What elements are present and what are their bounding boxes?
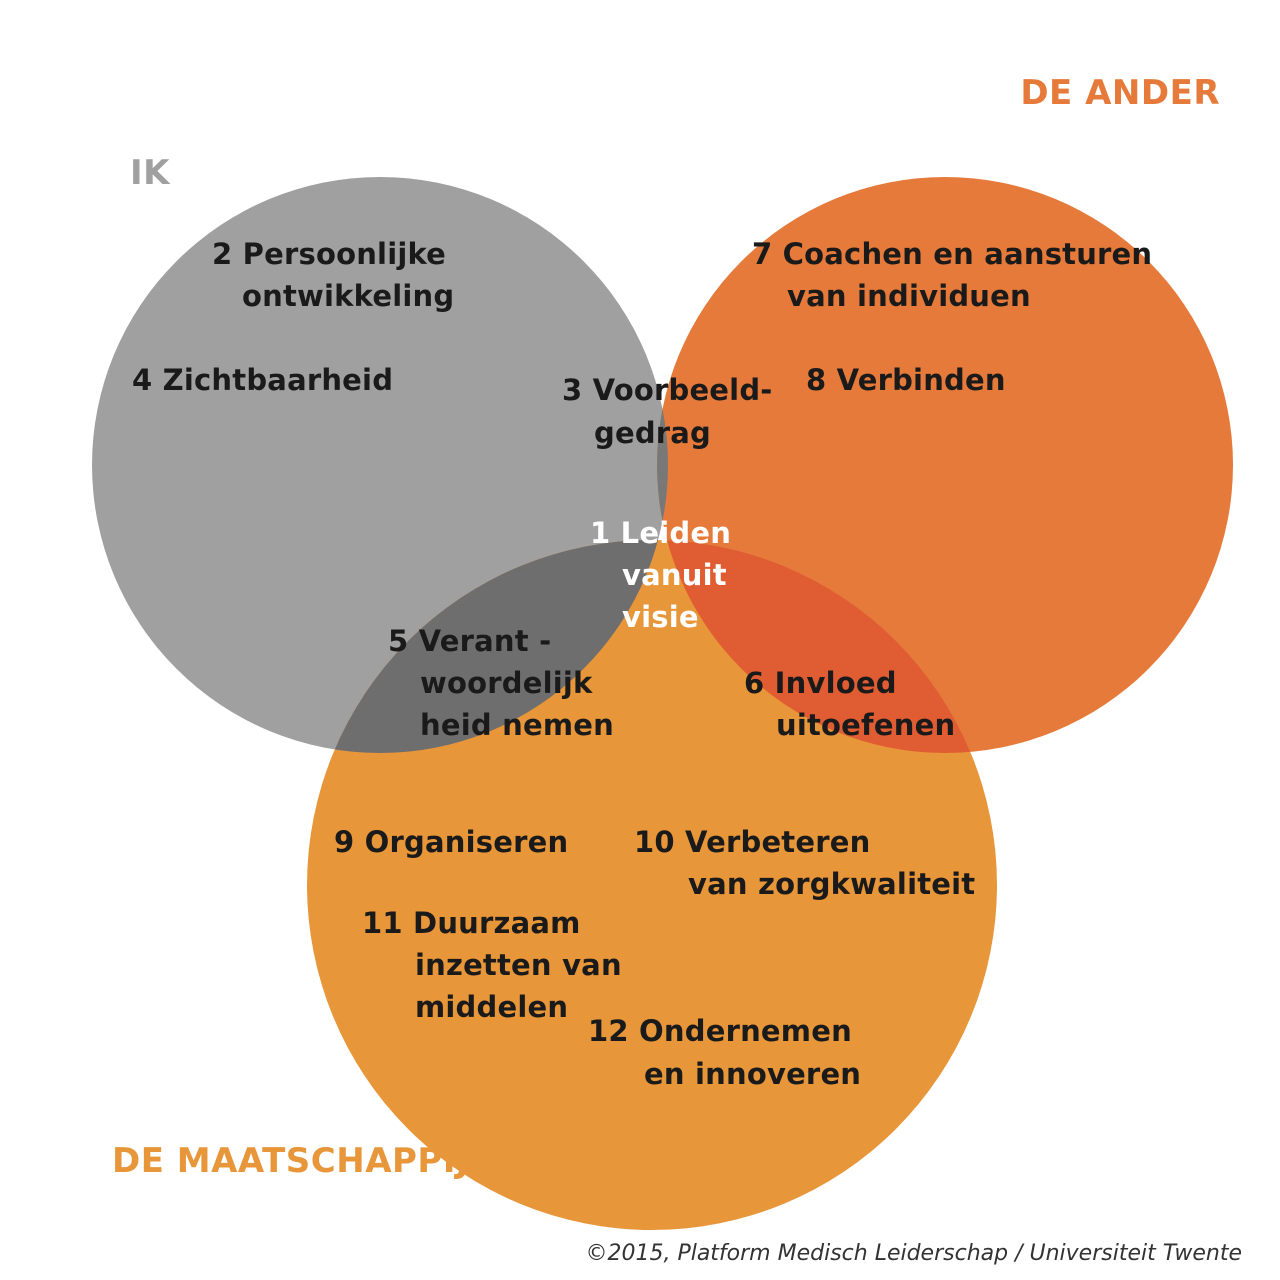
label-line: woordelijk (420, 666, 593, 700)
label-line: vanuit (622, 558, 727, 592)
label-line: 12 Ondernemen (588, 1014, 852, 1048)
label-persoonlijke-ontwikkeling: 2 Persoonlijke ontwikkeling (212, 237, 456, 313)
label-line: 3 Voorbeeld- (562, 373, 773, 407)
label-line: en innoveren (644, 1057, 861, 1091)
label-verbinden: 8 Verbinden (806, 363, 1006, 397)
overlap-ik-maatschappij (307, 540, 668, 753)
label-line: 11 Duurzaam (362, 906, 581, 940)
label-line: 10 Verbeteren (634, 825, 870, 859)
label-line: middelen (415, 990, 568, 1024)
label-leiden-vanuit-visie: 1 Leiden vanuit visie (590, 516, 741, 634)
label-duurzaam-inzetten-van-middelen: 11 Duurzaam inzetten van middelen (362, 906, 632, 1024)
label-ondernemen-en-innoveren: 12 Ondernemen en innoveren (588, 1014, 862, 1091)
label-line: 2 Persoonlijke (212, 237, 446, 271)
label-line: 7 Coachen en aansturen (752, 237, 1152, 271)
set-title-de-ander: DE ANDER (1020, 73, 1220, 113)
label-line: heid nemen (420, 708, 614, 742)
label-coachen-en-aansturen: 7 Coachen en aansturen van individuen (752, 237, 1163, 313)
overlap-ander-maatschappij (657, 540, 997, 753)
label-line: visie (622, 600, 699, 634)
label-line: ontwikkeling (242, 279, 454, 313)
label-line: gedrag (594, 416, 711, 450)
label-line: uitoefenen (776, 708, 955, 742)
label-voorbeeldgedrag: 3 Voorbeeld- gedrag (562, 373, 783, 450)
label-line: 5 Verant - (388, 624, 551, 658)
label-line: van individuen (787, 279, 1031, 313)
label-zichtbaarheid: 4 Zichtbaarheid (132, 363, 393, 397)
label-verantwoordelijkheid-nemen: 5 Verant - woordelijk heid nemen (388, 624, 614, 742)
label-organiseren: 9 Organiseren (334, 825, 568, 859)
set-title-ik: IK (130, 153, 171, 193)
label-line: 6 Invloed (744, 666, 897, 700)
label-line: van zorgkwaliteit (688, 867, 975, 901)
label-line: 1 Leiden (590, 516, 731, 550)
set-title-de-maatschappij: DE MAATSCHAPPIJ (112, 1141, 469, 1181)
copyright-credit: ©2015, Platform Medisch Leiderschap / Un… (585, 1241, 1242, 1266)
label-verbeteren-van-zorgkwaliteit: 10 Verbeteren van zorgkwaliteit (634, 825, 975, 901)
label-line: inzetten van (415, 948, 622, 982)
label-invloed-uitoefenen: 6 Invloed uitoefenen (744, 666, 955, 742)
